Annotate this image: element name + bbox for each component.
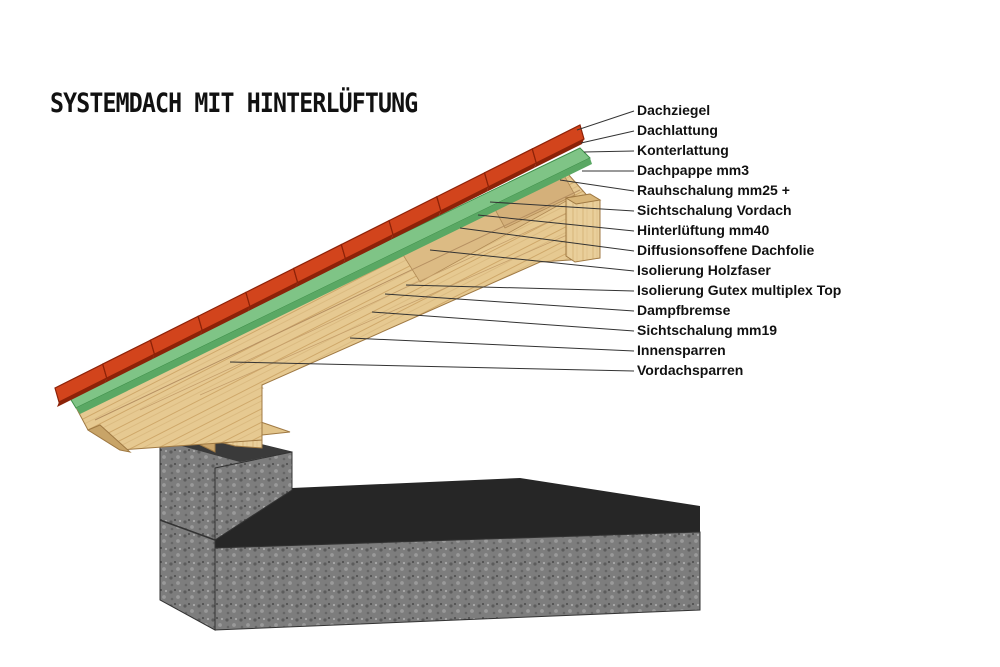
roof-tiles (54, 124, 585, 407)
concrete-slab (214, 478, 701, 631)
roof-tile-edge (104, 354, 155, 384)
label-dachfolie: Diffusionsoffene Dachfolie (637, 242, 815, 258)
roof-tile-edge (152, 330, 203, 360)
label-dachpappe: Dachpappe mm3 (637, 162, 750, 178)
label-isolierung-gutex: Isolierung Gutex multiplex Top (637, 282, 842, 298)
concrete-wall (159, 431, 293, 631)
roof-tile-edge (438, 186, 489, 216)
roof-tile-edge (295, 258, 346, 288)
roof-tile-edge (247, 282, 298, 312)
label-innensparren: Innensparren (637, 342, 726, 358)
label-dachziegel: Dachziegel (637, 102, 711, 118)
roof-tile-edge (57, 378, 107, 407)
roof-tile-edge (343, 234, 394, 264)
label-konterlattung: Konterlattung (637, 142, 729, 158)
label-dampfbremse: Dampfbremse (637, 302, 731, 318)
label-rauhschalung: Rauhschalung mm25 + (637, 182, 790, 198)
label-sichtschalung-vordach: Sichtschalung Vordach (637, 202, 792, 218)
counter-batten-layer (67, 147, 592, 414)
roof-tile-edge (200, 306, 250, 336)
label-dachlattung: Dachlattung (637, 122, 718, 138)
label-isolierung-holzfaser: Isolierung Holzfaser (637, 262, 771, 278)
ridge-post (564, 193, 602, 263)
diagram-title: SYSTEMDACH MIT HINTERLÜFTUNG (50, 88, 418, 119)
label-hinterlueftung: Hinterlüftung mm40 (637, 222, 770, 238)
leader-lines (229, 110, 635, 372)
roof-tile-edge (391, 210, 441, 240)
label-sichtschalung-mm19: Sichtschalung mm19 (637, 322, 778, 338)
rafter-body (71, 164, 601, 453)
label-vordachsparren: Vordachsparren (637, 362, 744, 378)
roof-tile-edge (534, 139, 584, 168)
roof-tile-edge (486, 162, 537, 192)
